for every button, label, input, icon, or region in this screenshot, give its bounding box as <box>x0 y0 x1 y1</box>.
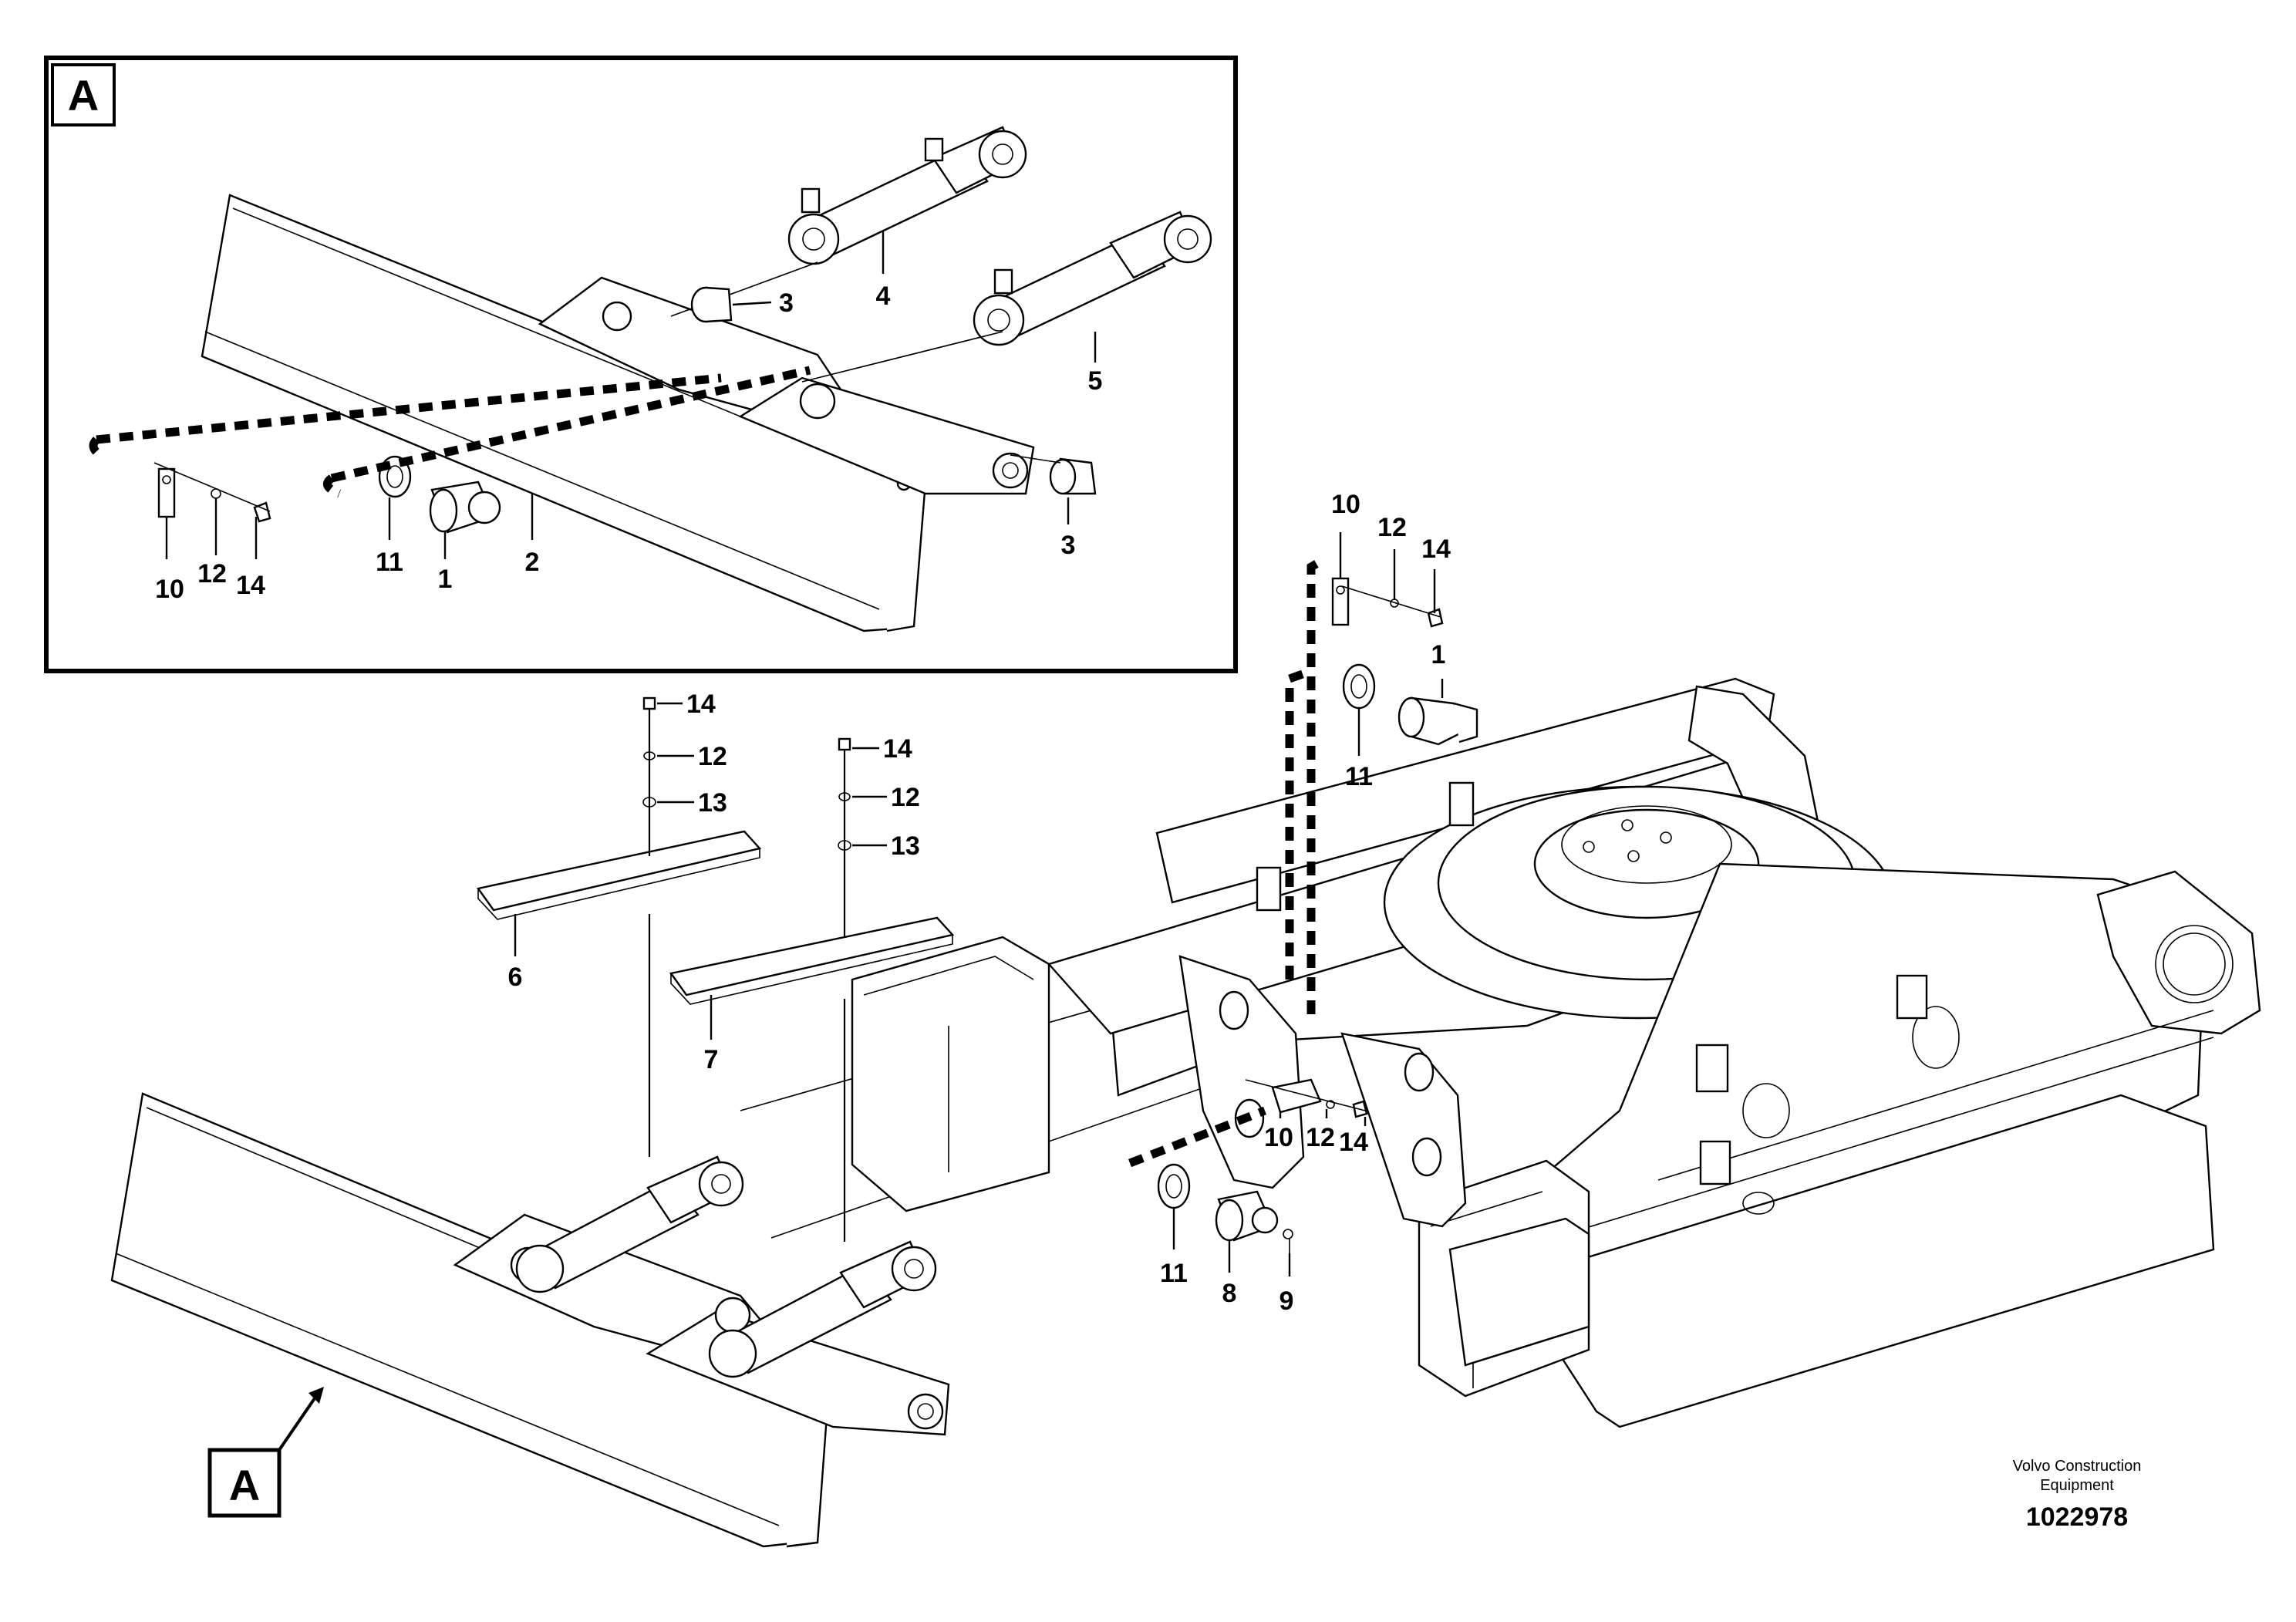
detail-ref-tag: A <box>207 1387 324 1518</box>
callout-3-lower: 3 <box>1061 531 1076 560</box>
bolt-stack-right <box>838 737 851 1242</box>
cover-plate-6 <box>476 830 762 912</box>
brand-label-line2: Equipment <box>2040 1477 2114 1494</box>
bushing-3-upper <box>690 286 733 323</box>
callout-12-plate7: 12 <box>891 783 920 812</box>
callout-14-detail: 14 <box>236 571 265 600</box>
callout-10-detail: 10 <box>155 575 184 604</box>
callout-14-plate7: 14 <box>883 734 912 764</box>
detail-tag-label: A <box>68 71 99 120</box>
bushing-3-lower <box>1049 457 1097 495</box>
cylinder-main-1 <box>515 1155 744 1293</box>
callout-14-upper: 14 <box>1421 534 1451 564</box>
callout-14-lower: 14 <box>1339 1128 1368 1157</box>
callout-10-upper: 10 <box>1331 490 1360 519</box>
callout-12-detail: 12 <box>197 559 227 588</box>
callout-12-plate6: 12 <box>698 742 727 771</box>
callout-10-lower: 10 <box>1264 1123 1293 1152</box>
callout-4: 4 <box>876 282 891 311</box>
drawing-footer: Volvo Construction Equipment 1022978 <box>2013 1458 2142 1532</box>
callout-11-upper: 11 <box>1345 762 1373 791</box>
cylinder-4-detail <box>787 126 1027 265</box>
cover-plates: 14 12 13 14 12 13 6 7 <box>476 690 955 1242</box>
brand-label: Volvo Construction <box>2013 1458 2142 1475</box>
callout-9: 9 <box>1279 1286 1294 1316</box>
callout-1-detail: 1 <box>438 565 453 594</box>
callout-12-lower: 12 <box>1306 1123 1335 1152</box>
pin-hardware-lower <box>1128 1078 1368 1253</box>
detail-ref-label: A <box>229 1461 260 1509</box>
detail-tag-box <box>51 63 116 126</box>
drawing-number: 1022978 <box>2026 1502 2128 1532</box>
callout-5: 5 <box>1088 366 1103 396</box>
callout-8: 8 <box>1222 1279 1237 1308</box>
cylinder-main-2 <box>708 1240 937 1378</box>
assembly-line-5 <box>1128 1106 1266 1168</box>
callout-14-plate6: 14 <box>686 690 716 719</box>
lock-plate-hardware-detail <box>153 462 271 523</box>
bolt-stack-left <box>642 696 656 1157</box>
assembly-line-3 <box>1306 558 1323 1014</box>
callout-11-detail: 11 <box>376 548 403 577</box>
pin-1-detail <box>378 455 501 534</box>
callout-11-lower: 11 <box>1160 1259 1188 1288</box>
cylinder-5-detail <box>973 211 1212 346</box>
assembly-line-1 <box>96 373 722 444</box>
detail-view-a: A <box>44 56 1238 673</box>
assembly-line-4 <box>1285 666 1313 980</box>
callout-13-plate6: 13 <box>698 788 727 818</box>
callout-12-upper: 12 <box>1377 513 1407 542</box>
pin-hardware-upper <box>1285 558 1478 1014</box>
callout-1-upper: 1 <box>1431 640 1446 669</box>
assembly-line-2 <box>330 366 811 483</box>
callout-7: 7 <box>704 1045 719 1074</box>
blade-arms-detail <box>538 276 1035 495</box>
undercarriage-frame <box>851 677 2261 1428</box>
callout-3-upper: 3 <box>779 288 794 318</box>
callout-13-plate7: 13 <box>891 831 920 861</box>
callout-2: 2 <box>525 548 540 577</box>
callout-6: 6 <box>508 963 523 992</box>
